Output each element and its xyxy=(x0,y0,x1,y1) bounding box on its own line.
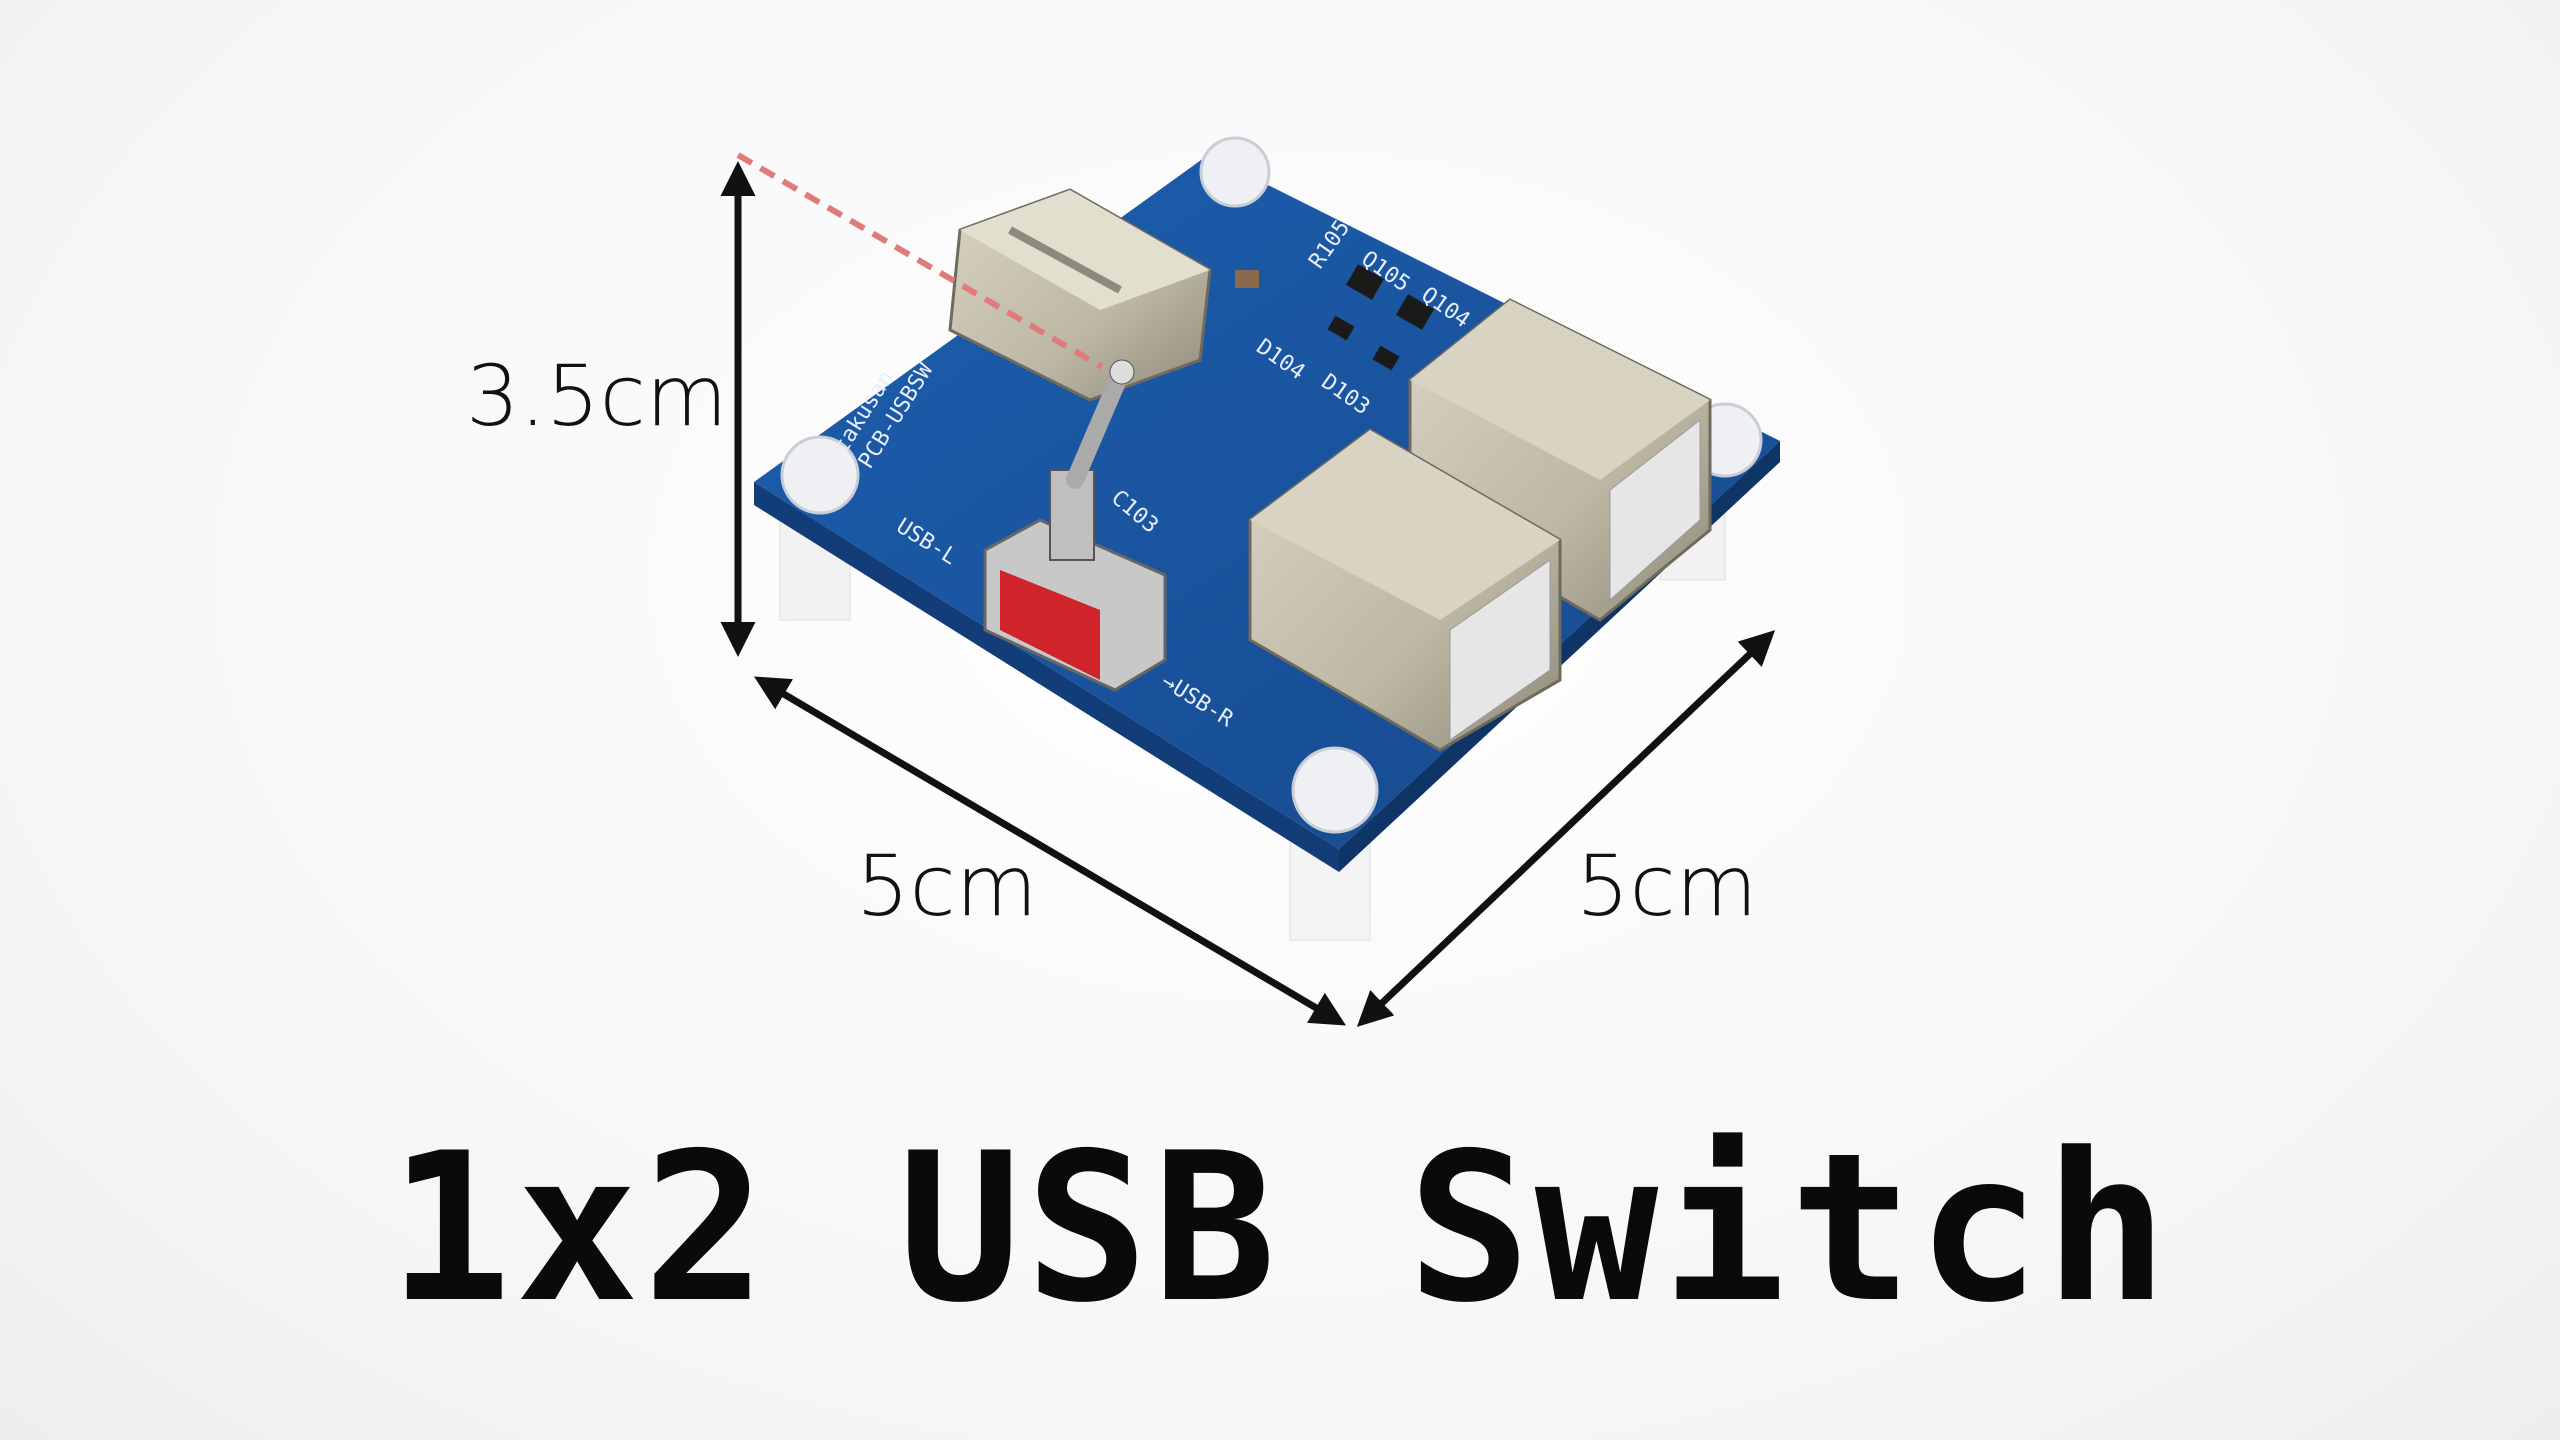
width-arrow xyxy=(753,676,1347,1026)
depth-arrow xyxy=(1356,630,1776,1027)
product-title: 1x2 USB Switch xyxy=(388,1110,2172,1348)
width-label: 5cm xyxy=(856,837,1037,935)
smd-components xyxy=(1235,264,1434,371)
toggle-switch xyxy=(983,359,1167,692)
height-label: 3.5cm xyxy=(466,347,728,445)
height-reference-dashed-line xyxy=(736,152,1104,370)
usb-a-connector xyxy=(948,188,1212,402)
depth-label: 5cm xyxy=(1576,837,1757,935)
